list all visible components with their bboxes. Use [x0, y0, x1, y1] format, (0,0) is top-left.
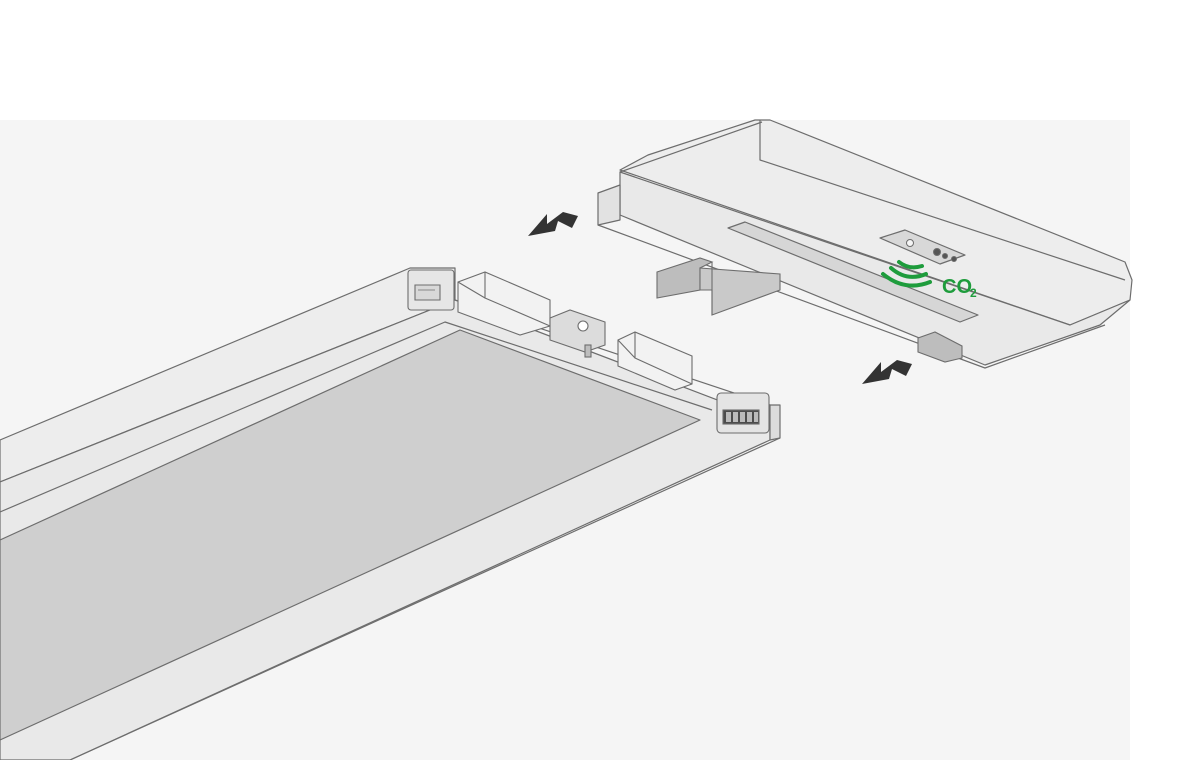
arrow-left-icon — [862, 360, 912, 384]
mounting-bracket-1 — [457, 271, 551, 336]
co2-label: CO — [942, 276, 972, 298]
end-clip-left — [407, 269, 455, 311]
luminaire-end-face — [769, 404, 781, 441]
luminaire-inner-frame — [0, 321, 713, 513]
sensor-module-bracket — [656, 257, 781, 316]
electrical-connector — [716, 392, 770, 434]
luminaire-bottom-edge — [69, 437, 781, 760]
co2-label-subscript: 2 — [970, 286, 977, 300]
sensor-module-clip — [917, 331, 963, 363]
mounting-bracket-2 — [617, 331, 693, 391]
luminaire-top-rail — [0, 267, 456, 483]
sensor-lens — [906, 239, 957, 262]
luminaire-body — [0, 267, 781, 760]
luminaire-diffuser — [0, 329, 701, 741]
co2-waves-icon — [881, 260, 932, 288]
sensor-module — [597, 119, 1133, 369]
sensor-module-strip — [727, 221, 979, 323]
arrow-left-icon — [528, 212, 578, 236]
mounting-clip-center — [549, 309, 606, 358]
sensor-module-end-tab — [597, 184, 621, 226]
